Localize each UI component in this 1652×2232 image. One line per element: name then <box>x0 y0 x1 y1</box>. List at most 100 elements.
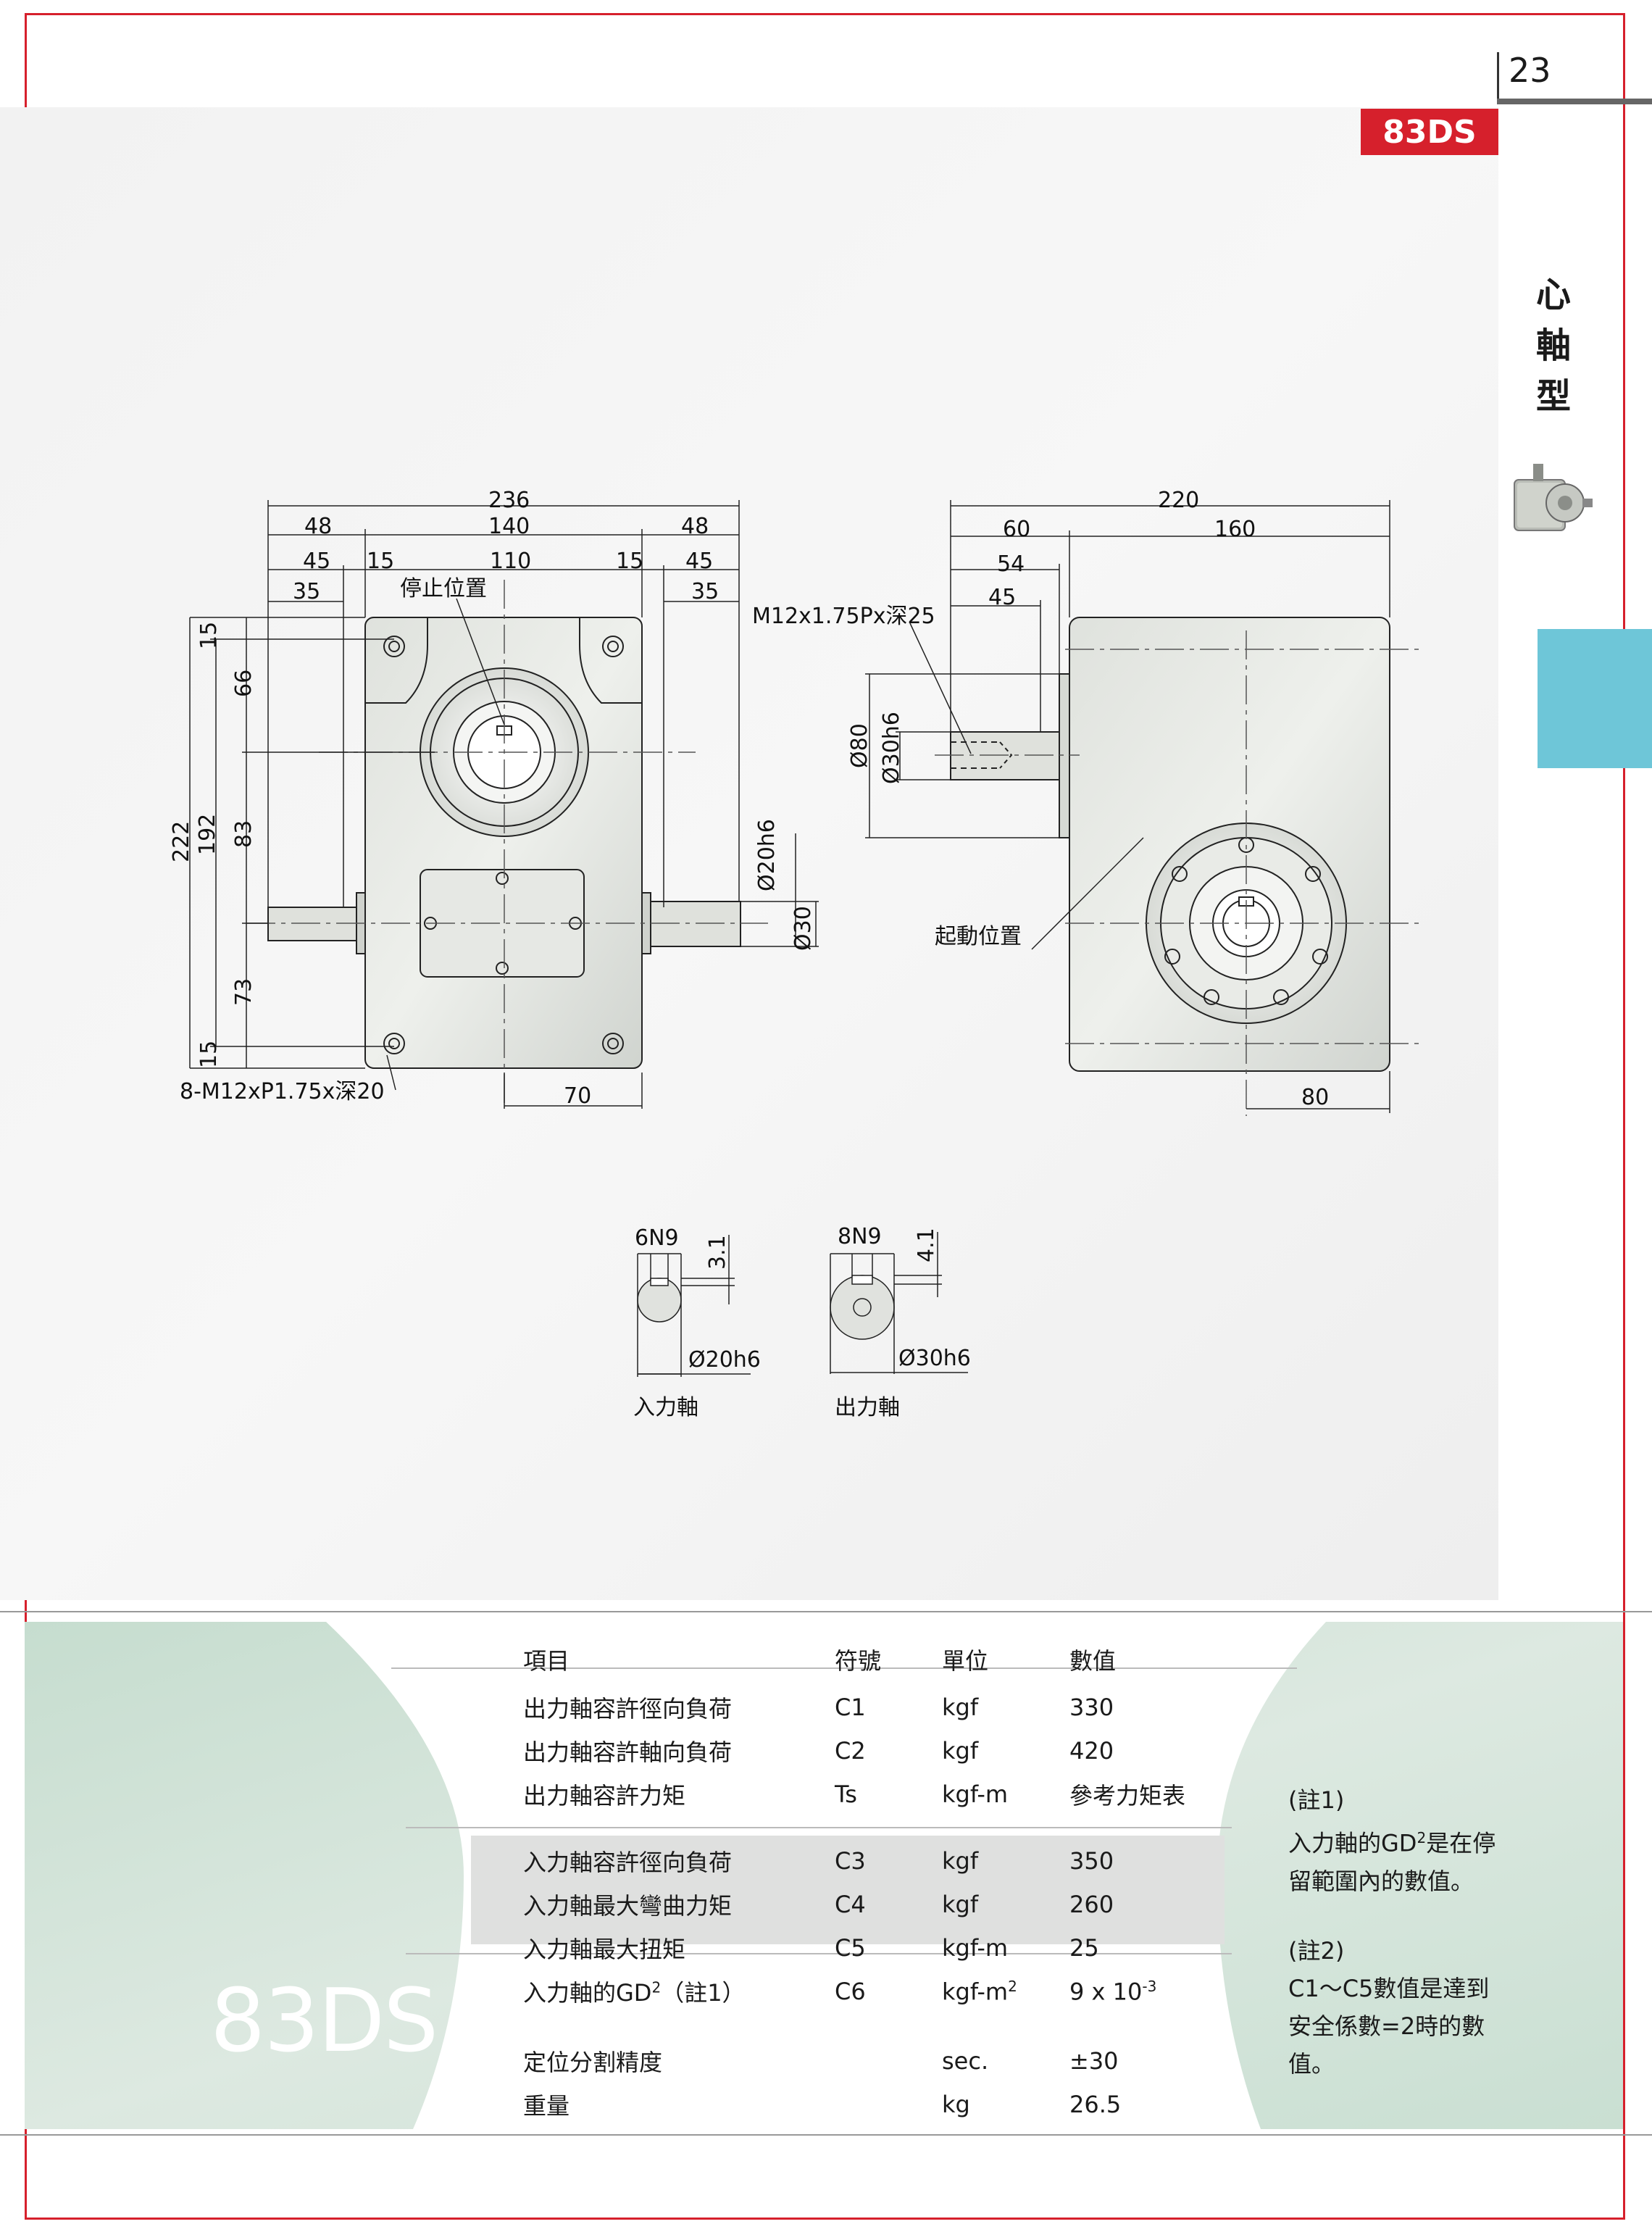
cell-value: 9 x 10-3 <box>1069 1978 1156 2006</box>
cell-item: 定位分割精度 <box>523 2049 663 2076</box>
dim-83: 83 <box>231 820 256 848</box>
header-symbol: 符號 <box>835 1647 882 1675</box>
gd-item-text: 入力軸的GD <box>523 1979 652 2007</box>
dim-60: 60 <box>1003 517 1030 542</box>
spec-notes: (註1) 入力軸的GD2是在停 留範圍內的數值。 (註2) C1～C5數值是達到… <box>1288 1781 1513 2083</box>
dim-45-right: 45 <box>685 549 713 574</box>
keyway-output-label: 出力軸 <box>835 1395 900 1420</box>
cell-symbol: C4 <box>835 1891 866 1918</box>
dim-15-right: 15 <box>616 549 643 574</box>
type-label-char-2: 軸 <box>1536 325 1572 366</box>
page-number: 23 <box>1509 51 1551 90</box>
note1-text-b: 是在停 <box>1426 1829 1496 1857</box>
keyway-input-depth: 3.1 <box>705 1235 730 1270</box>
keyway-output-dia: Ø30h6 <box>898 1346 971 1371</box>
dim-15-bottom: 15 <box>196 1041 222 1068</box>
table-row: 出力軸容許軸向負荷 C2 kgf 420 <box>507 1731 1304 1771</box>
cell-item: 重量 <box>523 2092 570 2120</box>
spec-band <box>0 1611 1652 2136</box>
page-number-rule <box>1497 52 1499 103</box>
frame-top <box>25 13 1625 15</box>
note1-line1: 入力軸的GD2是在停 <box>1288 1819 1513 1862</box>
table-row: 定位分割精度 sec. ±30 <box>507 2041 1304 2081</box>
section-tab <box>1538 629 1652 768</box>
keyway-output-depth: 4.1 <box>914 1228 939 1262</box>
cell-value: ±30 <box>1069 2047 1119 2075</box>
gd-value-text: 9 x 10 <box>1069 1978 1143 2006</box>
cell-unit: kgf <box>942 1694 979 1721</box>
note1-title: (註1) <box>1288 1786 1345 1814</box>
cell-item: 入力軸最大彎曲力矩 <box>523 1892 733 1920</box>
cell-symbol: C3 <box>835 1847 866 1875</box>
cell-unit: kg <box>942 2091 970 2118</box>
table-row: 入力軸容許徑向負荷 C3 kgf 350 <box>507 1841 1304 1881</box>
cell-symbol: Ts <box>835 1781 857 1808</box>
cell-unit: kgf-m2 <box>942 1978 1017 2006</box>
cell-unit: kgf <box>942 1847 979 1875</box>
cell-item: 出力軸容許徑向負荷 <box>523 1695 733 1723</box>
start-position-label: 起動位置 <box>935 924 1022 949</box>
cell-unit: kgf <box>942 1891 979 1918</box>
keyway-input-dia: Ø20h6 <box>688 1347 761 1373</box>
dim-110: 110 <box>490 549 531 574</box>
dim-15-left: 15 <box>367 549 394 574</box>
note-spacer <box>1288 1900 1513 1932</box>
cell-value: 330 <box>1069 1694 1114 1721</box>
front-dimension-lines <box>189 500 819 1109</box>
note2-line3: 值。 <box>1288 2049 1335 2078</box>
note1-line2: 留範圍內的數值。 <box>1288 1867 1474 1895</box>
type-label-char-3: 型 <box>1536 376 1572 417</box>
note2-title: (註2) <box>1288 1936 1345 1965</box>
dim-66: 66 <box>231 670 256 697</box>
input-shaft-dia-label: Ø20h6 <box>754 819 780 891</box>
type-label: 心 軸 型 <box>1536 270 1572 422</box>
table-row: 重量 kg 26.5 <box>507 2084 1304 2125</box>
frame-bottom <box>25 2218 1625 2220</box>
model-tag: 83DS <box>1361 109 1498 155</box>
cell-symbol: C2 <box>835 1737 866 1765</box>
input-shaft-dia2-label: Ø30 <box>790 906 816 951</box>
dim-45-side: 45 <box>988 585 1016 610</box>
gd-value-sup: -3 <box>1142 1977 1157 1995</box>
table-row: 出力軸容許力矩 Ts kgf-m 參考力矩表 <box>507 1774 1304 1815</box>
cell-unit: kgf-m <box>942 1781 1009 1808</box>
dim-160: 160 <box>1214 517 1256 542</box>
dia30h6-label: Ø30h6 <box>879 712 904 784</box>
gd-unit-text: kgf-m <box>942 1978 1009 2006</box>
dim-220: 220 <box>1158 488 1199 513</box>
cell-value: 350 <box>1069 1847 1114 1875</box>
dim-73: 73 <box>231 978 256 1006</box>
side-dimension-lines <box>865 500 1390 1113</box>
dim-222: 222 <box>169 821 194 862</box>
keyway-input-key: 6N9 <box>635 1225 679 1251</box>
gd-unit-sup: 2 <box>1008 1977 1017 1995</box>
cell-symbol: C1 <box>835 1694 866 1721</box>
cell-value: 25 <box>1069 1934 1099 1962</box>
note2-line2: 安全係數=2時的數 <box>1288 2012 1485 2040</box>
keyway-input-label: 入力軸 <box>633 1395 698 1420</box>
note1-sup: 2 <box>1417 1829 1427 1846</box>
dim-140: 140 <box>488 514 530 539</box>
spec-header-row: 項目 符號 單位 數值 <box>507 1639 1304 1680</box>
header-value: 數值 <box>1069 1647 1117 1675</box>
cell-symbol: C5 <box>835 1934 866 1962</box>
cell-value: 26.5 <box>1069 2091 1122 2118</box>
side-view <box>935 617 1420 1116</box>
dim-236: 236 <box>488 488 530 513</box>
cell-value: 420 <box>1069 1737 1114 1765</box>
cell-item: 入力軸的GD2（註1） <box>523 1975 746 2008</box>
dim-54: 54 <box>997 551 1025 577</box>
front-view <box>246 580 768 1109</box>
dim-45-left: 45 <box>303 549 330 574</box>
table-row: 入力軸最大扭矩 C5 kgf-m 25 <box>507 1928 1304 1968</box>
product-thumbnail <box>1514 464 1593 531</box>
cell-item: 入力軸容許徑向負荷 <box>523 1849 733 1876</box>
type-label-char-1: 心 <box>1536 275 1572 315</box>
frame-right <box>1623 13 1625 2219</box>
note2-line1: C1～C5數值是達到 <box>1288 1974 1490 2002</box>
header-unit: 單位 <box>942 1647 989 1675</box>
table-row: 出力軸容許徑向負荷 C1 kgf 330 <box>507 1687 1304 1728</box>
technical-drawing: 236 48 140 48 45 15 110 15 45 35 35 停止位置… <box>169 488 1420 1420</box>
cell-item: 出力軸容許軸向負荷 <box>523 1738 733 1766</box>
gd-item-note: （註1） <box>661 1979 746 2007</box>
